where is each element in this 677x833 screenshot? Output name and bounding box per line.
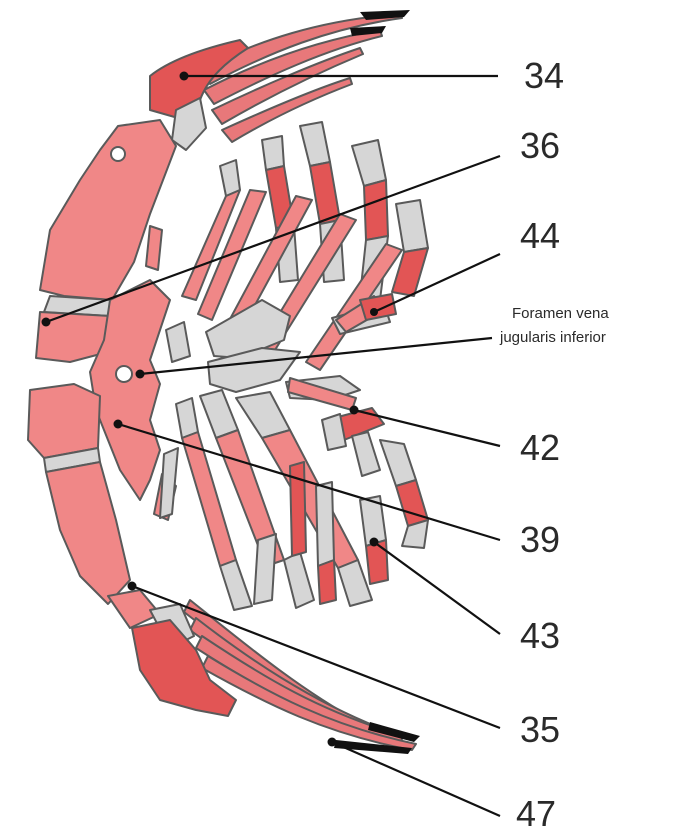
dot-36 <box>42 318 51 327</box>
label-34: 34 <box>524 55 564 96</box>
dot-34 <box>180 72 189 81</box>
label-36: 36 <box>520 125 560 166</box>
foramen-hole <box>116 366 132 382</box>
dot-35 <box>128 582 137 591</box>
label-43: 43 <box>520 615 560 656</box>
label-39: 39 <box>520 519 560 560</box>
label-44: 44 <box>520 215 560 256</box>
label-35: 35 <box>520 709 560 750</box>
dot-43 <box>370 538 379 547</box>
upper-gill-arches <box>166 122 428 370</box>
labels: 34 36 44 Foramen vena jugularis inferior… <box>499 55 609 833</box>
leader-47 <box>332 742 500 816</box>
leader-43 <box>374 542 500 634</box>
label-foramen-line2: jugularis inferior <box>499 329 606 346</box>
dot-47 <box>328 738 337 747</box>
label-42: 42 <box>520 427 560 468</box>
dot-foramen <box>136 370 145 379</box>
dot-42 <box>350 406 359 415</box>
lower-gill-filaments <box>184 600 420 754</box>
dot-39 <box>114 420 123 429</box>
label-47: 47 <box>516 793 556 833</box>
label-foramen-line1: Foramen vena <box>512 305 609 322</box>
